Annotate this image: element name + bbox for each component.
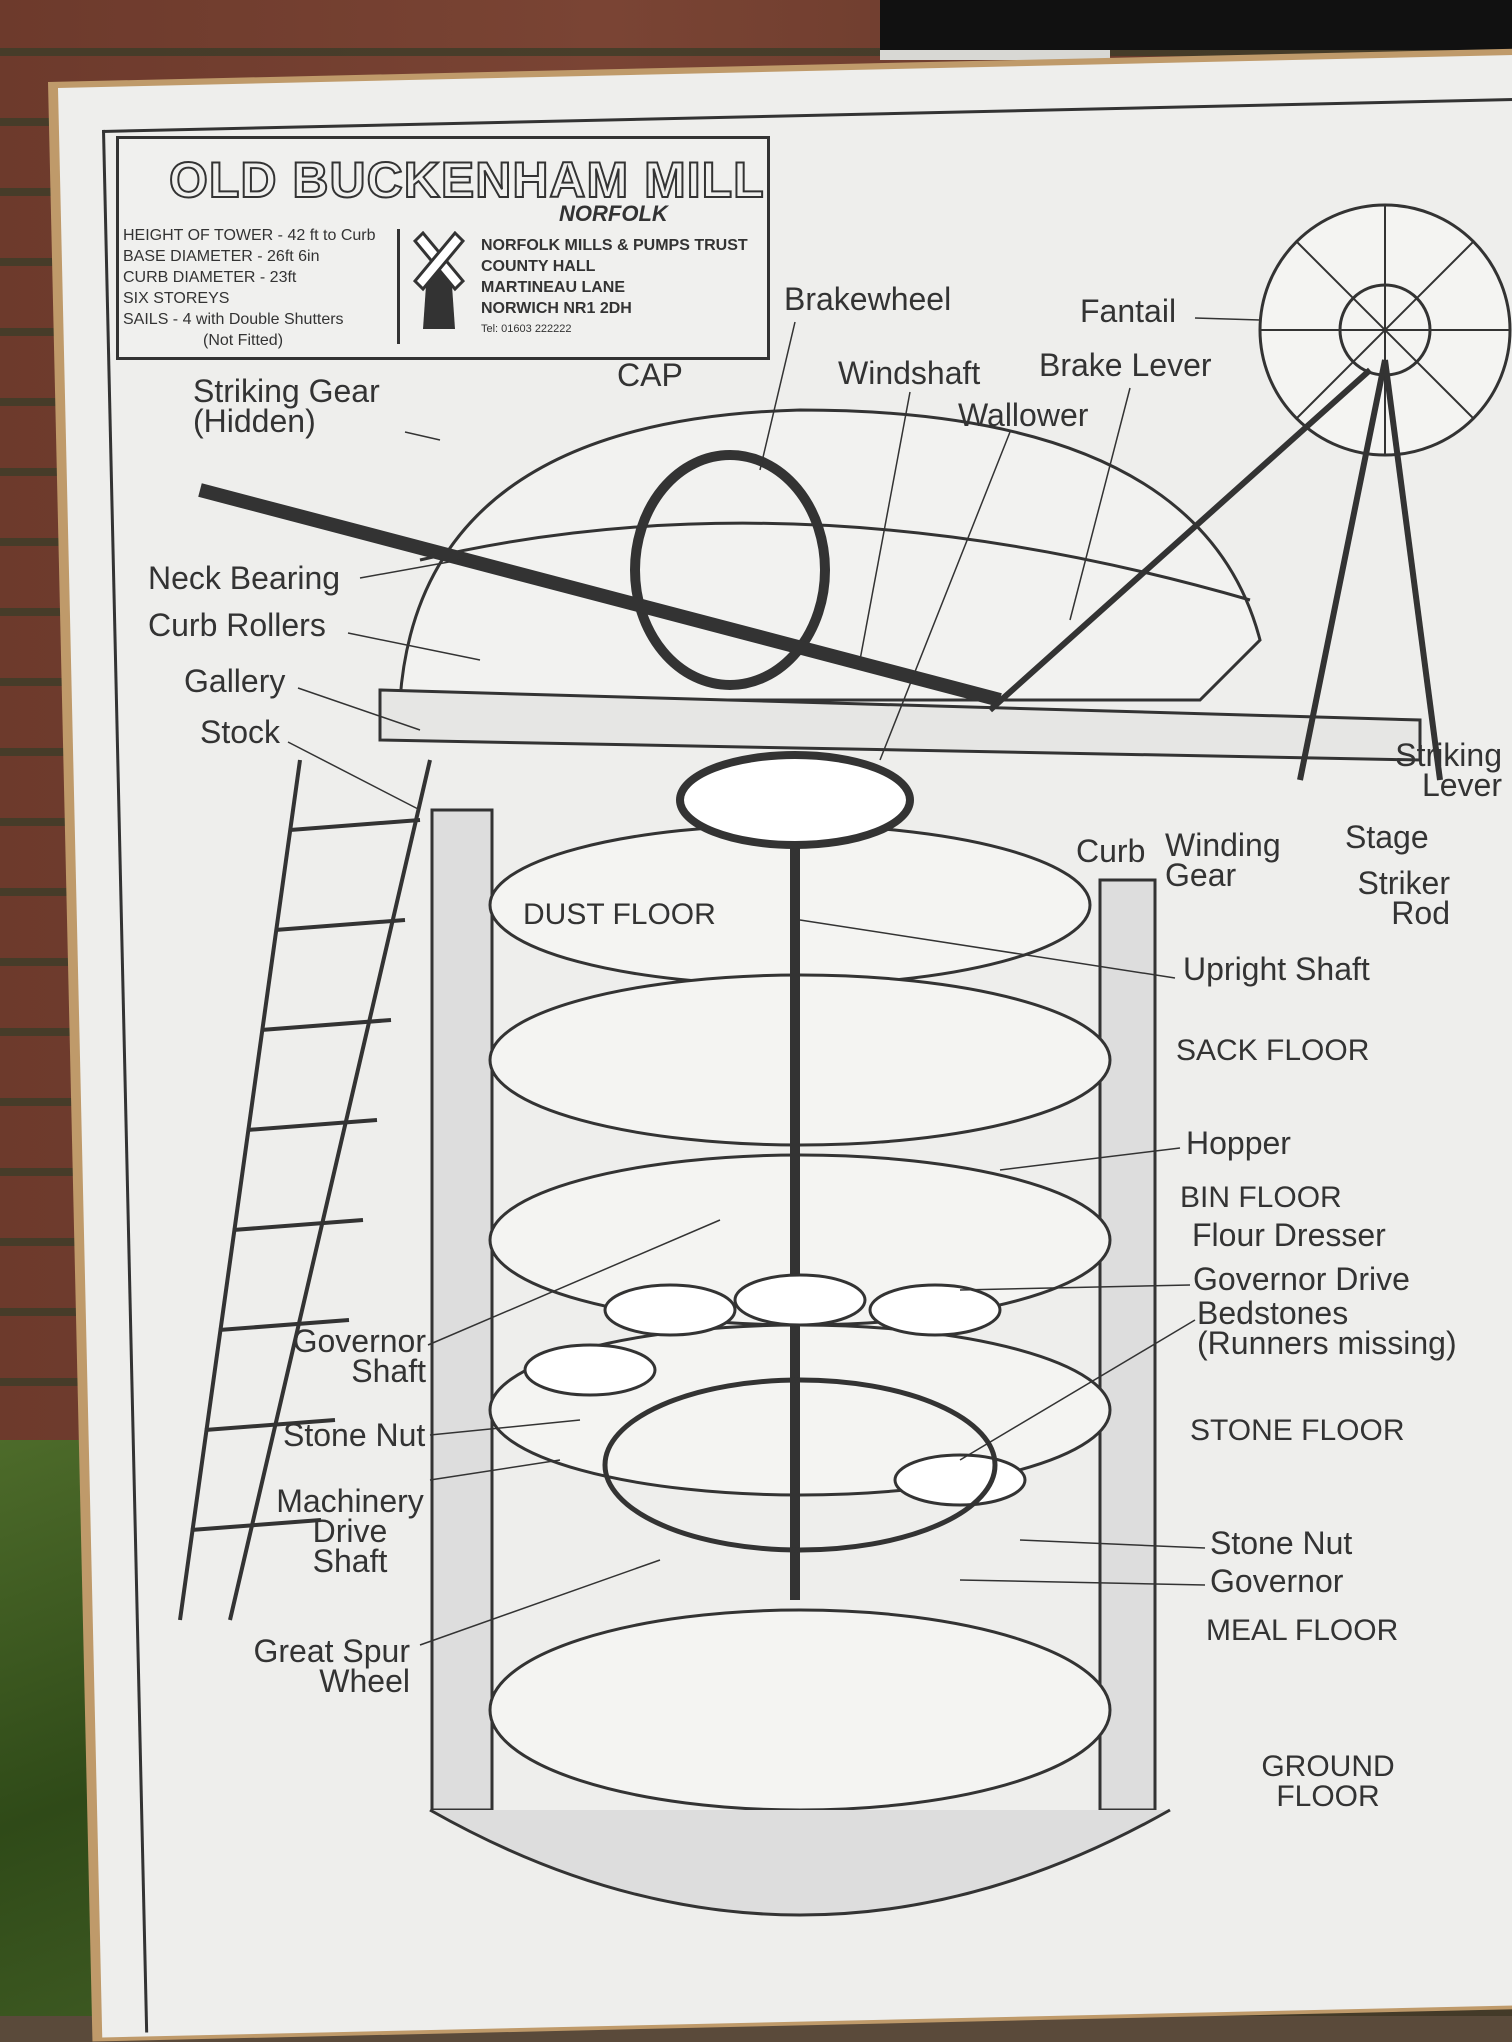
label-stone-nut-left: Stone Nut (283, 1417, 426, 1453)
great-spur-wheel (602, 1377, 998, 1553)
label-meal-floor: MEAL FLOOR (1206, 1614, 1399, 1647)
info-box: OLD BUCKENHAM MILL NORFOLK HEIGHT OF TOW… (116, 136, 770, 360)
mill-specs: HEIGHT OF TOWER - 42 ft to Curb BASE DIA… (123, 225, 376, 351)
label-machinery-drive-shaft: Machinery Drive Shaft (270, 1483, 430, 1579)
label-stage: Stage (1345, 819, 1429, 855)
label-line: Lever (1421, 767, 1502, 803)
tower-wall-left (430, 808, 494, 1812)
spec-curb: CURB DIAMETER - 23ft (123, 269, 297, 286)
brakewheel (630, 450, 830, 690)
label-brake-lever: Brake Lever (1039, 347, 1212, 383)
label-line: Governor (292, 1323, 426, 1359)
label-line: Winding (1165, 827, 1281, 863)
label-line: Shaft (351, 1353, 426, 1389)
label-line: Striker (1357, 865, 1450, 901)
label-line: Gear (1165, 857, 1237, 893)
label-hopper: Hopper (1186, 1125, 1291, 1161)
label-governor: Governor (1210, 1563, 1344, 1599)
label-line: FLOOR (1276, 1780, 1380, 1813)
address-line: NORWICH NR1 2DH (481, 300, 632, 317)
spec-sails: SAILS - 4 with Double Shutters (123, 311, 344, 328)
dark-opening (880, 0, 1512, 50)
label-great-spur-wheel: Great Spur Wheel (240, 1633, 410, 1699)
label-striker-rod: Striker Rod (1350, 865, 1450, 931)
mill-title: OLD BUCKENHAM MILL (168, 151, 765, 209)
windshaft (198, 483, 1002, 707)
county-label: NORFOLK (559, 201, 668, 226)
address-line: MARTINEAU LANE (481, 279, 625, 296)
label-fantail: Fantail (1080, 293, 1177, 329)
label-wallower: Wallower (958, 397, 1089, 433)
label-line: Machinery (276, 1483, 424, 1519)
label-line: Striking (1395, 737, 1502, 773)
ground-floor-base (429, 1808, 1171, 1917)
label-curb-rollers: Curb Rollers (148, 607, 326, 643)
ladder (178, 759, 432, 1621)
label-stone-floor: STONE FLOOR (1190, 1414, 1405, 1447)
label-gallery: Gallery (184, 663, 286, 699)
spec-not-fitted: (Not Fitted) (203, 332, 284, 349)
label-governor-drive: Governor Drive (1193, 1261, 1410, 1297)
label-winding-gear: Winding Gear (1165, 827, 1281, 893)
meal-floor (488, 1608, 1112, 1812)
label-stock: Stock (200, 714, 281, 750)
windmill-logo-icon (412, 231, 466, 329)
label-line: Shaft (312, 1543, 388, 1579)
label-dust-floor: DUST FLOOR (523, 898, 716, 931)
spec-height: HEIGHT OF TOWER - 42 ft to Curb (123, 227, 376, 244)
label-flour-dresser: Flour Dresser (1192, 1217, 1386, 1253)
cap (398, 408, 1262, 702)
trust-name: NORFOLK MILLS & PUMPS TRUST (481, 237, 748, 254)
label-curb: Curb (1076, 833, 1146, 869)
label-governor-shaft: Governor Shaft (280, 1323, 426, 1389)
label-upright-shaft: Upright Shaft (1183, 951, 1370, 987)
spec-storeys: SIX STOREYS (123, 290, 230, 307)
label-line: GROUND (1261, 1750, 1395, 1783)
label-line: (Runners missing) (1197, 1325, 1457, 1361)
divider (397, 229, 400, 344)
address-line: COUNTY HALL (481, 258, 596, 275)
label-line: Great Spur (253, 1633, 410, 1669)
label-striking-lever: Striking Lever (1395, 737, 1502, 803)
label-windshaft: Windshaft (838, 355, 981, 391)
wallower-gear (676, 751, 914, 849)
label-line: Drive (312, 1513, 388, 1549)
label-stone-nut-right: Stone Nut (1210, 1525, 1353, 1561)
label-line: Striking Gear (193, 373, 380, 409)
label-brakewheel: Brakewheel (784, 281, 952, 317)
label-bin-floor: BIN FLOOR (1180, 1181, 1342, 1214)
trust-telephone: Tel: 01603 222222 (481, 323, 572, 335)
spec-base: BASE DIAMETER - 26ft 6in (123, 248, 320, 265)
label-line: Bedstones (1197, 1295, 1349, 1331)
label-cap: CAP (617, 357, 683, 393)
label-bedstones: Bedstones (Runners missing) (1197, 1295, 1457, 1361)
tower-wall-right (1098, 878, 1157, 1812)
label-line: Wheel (319, 1663, 410, 1699)
trust-address: NORFOLK MILLS & PUMPS TRUST COUNTY HALL … (481, 235, 748, 340)
label-sack-floor: SACK FLOOR (1176, 1034, 1370, 1067)
label-neck-bearing: Neck Bearing (148, 560, 341, 596)
label-line: (Hidden) (193, 403, 316, 439)
label-line: Rod (1391, 895, 1450, 931)
label-striking-gear: Striking Gear (Hidden) (193, 373, 380, 439)
label-ground-floor: GROUND FLOOR (1248, 1752, 1408, 1812)
